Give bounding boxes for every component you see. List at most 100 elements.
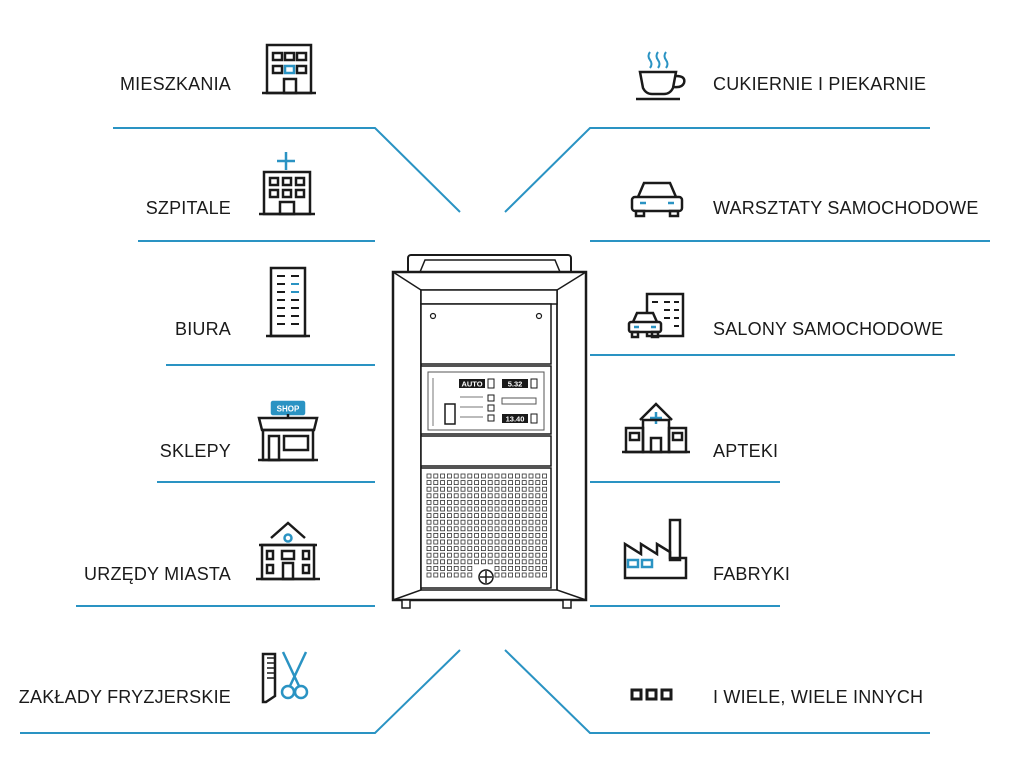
grille-hole xyxy=(453,480,459,486)
label-fabryki: FABRYKI xyxy=(713,564,791,584)
grille-hole xyxy=(528,499,534,505)
grille-hole xyxy=(528,572,534,578)
grille-hole xyxy=(480,480,486,486)
grille-hole xyxy=(542,499,547,505)
grille-hole xyxy=(453,546,459,551)
grille-hole xyxy=(453,566,459,571)
grille-hole xyxy=(487,559,493,565)
grille-hole xyxy=(440,506,446,512)
grille-hole xyxy=(460,473,466,479)
grille-hole xyxy=(501,519,507,525)
grille-hole xyxy=(453,552,459,558)
grille-hole xyxy=(467,473,473,479)
grille-hole xyxy=(528,566,534,571)
grille-hole xyxy=(515,559,520,565)
grille-hole xyxy=(440,519,446,525)
grille-hole xyxy=(433,480,439,486)
grille-hole xyxy=(535,572,541,578)
device-foot-right xyxy=(562,599,572,609)
grille-hole xyxy=(535,506,541,512)
grille-hole xyxy=(535,480,541,486)
shop-sign-text: SHOP xyxy=(277,405,300,414)
grille-hole xyxy=(521,499,527,505)
grille-hole xyxy=(446,552,452,558)
device-top-panel xyxy=(420,303,552,365)
grille-hole xyxy=(521,566,527,571)
grille-hole xyxy=(487,533,493,538)
grille-hole xyxy=(521,526,527,532)
grille-hole xyxy=(446,566,452,571)
device-display-bottom-right: 13.40 xyxy=(506,415,525,424)
grille-hole xyxy=(494,546,500,551)
grille-hole xyxy=(535,546,541,551)
grille-hole xyxy=(535,499,541,505)
grille-hole xyxy=(521,552,527,558)
grille-hole xyxy=(433,546,439,551)
grille-hole xyxy=(501,506,507,512)
grille-hole xyxy=(535,552,541,558)
grille-hole xyxy=(494,506,500,512)
grille-hole xyxy=(487,546,493,551)
label-szpitale: SZPITALE xyxy=(145,198,231,218)
grille-hole xyxy=(508,572,514,578)
grille-hole xyxy=(521,519,527,525)
grille-hole xyxy=(508,519,514,525)
grille-hole xyxy=(494,499,500,505)
grille-hole xyxy=(474,519,480,525)
grille-hole xyxy=(474,486,480,492)
grille-hole xyxy=(528,526,534,532)
grille-hole xyxy=(501,559,507,565)
grille-hole xyxy=(433,506,439,512)
grille-hole xyxy=(515,506,520,512)
grille-hole xyxy=(433,566,439,571)
shop-icon xyxy=(257,400,319,462)
grille-hole xyxy=(501,486,507,492)
grille-hole xyxy=(494,473,500,479)
grille-hole xyxy=(528,506,534,512)
connector-mieszkania xyxy=(113,127,461,213)
grille-hole xyxy=(446,526,452,532)
grille-hole xyxy=(460,526,466,532)
grille-hole xyxy=(508,546,514,551)
grille-hole xyxy=(446,499,452,505)
grille-hole xyxy=(460,486,466,492)
grille-hole xyxy=(515,539,520,545)
grille-hole xyxy=(440,559,446,565)
grille-hole xyxy=(433,493,439,499)
grille-hole xyxy=(440,552,446,558)
grille-hole xyxy=(426,493,432,499)
grille-hole xyxy=(460,493,466,499)
grille-hole xyxy=(433,519,439,525)
grille-hole xyxy=(542,473,547,479)
grille-hole xyxy=(480,559,486,565)
grille-hole xyxy=(426,499,432,505)
grille-hole xyxy=(515,513,520,518)
grille-hole xyxy=(508,473,514,479)
grille-hole xyxy=(535,486,541,492)
grille-hole xyxy=(542,480,547,486)
device-foot-left xyxy=(401,599,411,609)
grille-hole xyxy=(528,473,534,479)
grille-hole xyxy=(508,526,514,532)
grille-hole xyxy=(508,499,514,505)
grille-hole xyxy=(426,526,432,532)
grille-hole xyxy=(515,493,520,499)
grille-hole xyxy=(433,539,439,545)
grille-hole xyxy=(474,473,480,479)
grille-hole xyxy=(453,506,459,512)
grille-hole xyxy=(467,499,473,505)
grille-hole xyxy=(433,559,439,565)
comb-scissors-icon xyxy=(261,651,309,704)
grille-hole xyxy=(528,519,534,525)
grille-hole xyxy=(426,506,432,512)
grille-hole xyxy=(487,486,493,492)
grille-hole xyxy=(474,526,480,532)
grille-hole xyxy=(501,572,507,578)
connector-fryzjerskie xyxy=(20,649,461,734)
grille-hole xyxy=(446,506,452,512)
grille-hole xyxy=(515,519,520,525)
grille-hole xyxy=(521,559,527,565)
office-building-icon xyxy=(266,266,310,338)
grille-hole xyxy=(528,486,534,492)
